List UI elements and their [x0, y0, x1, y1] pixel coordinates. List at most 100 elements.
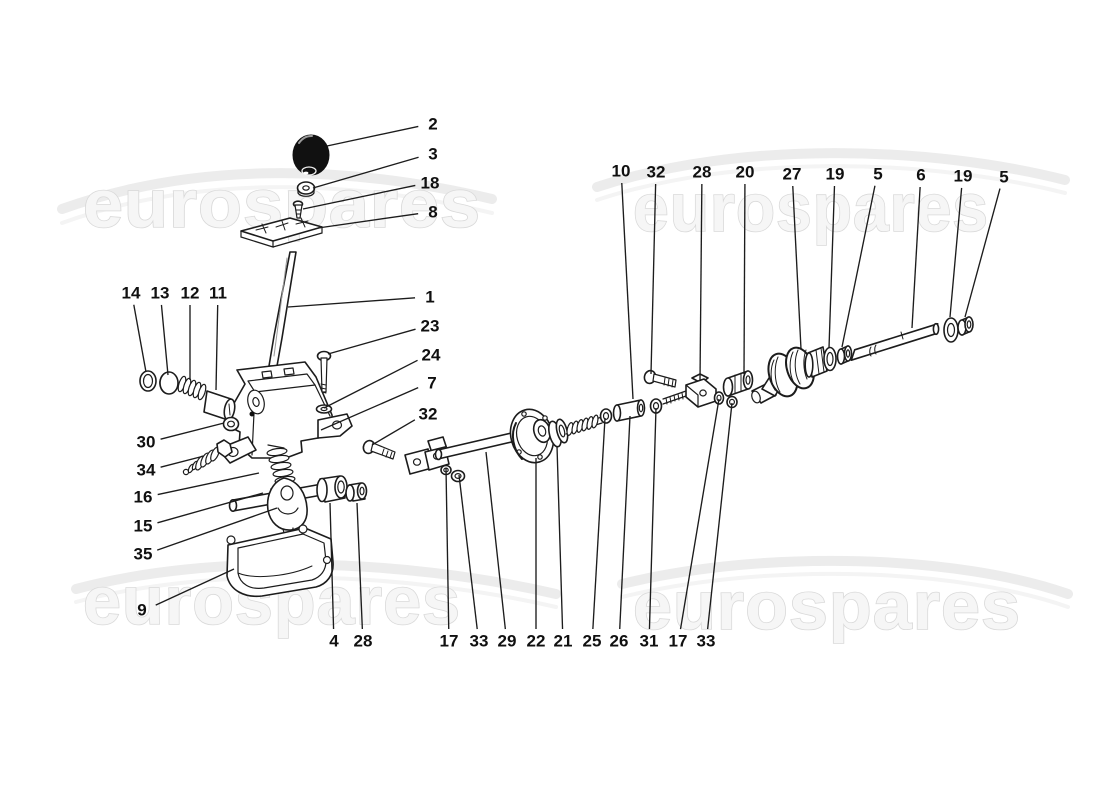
leader-line-24: [323, 359, 418, 409]
callout-label-23: 23: [421, 317, 440, 336]
leader-line-14: [133, 304, 147, 373]
watermark-swoosh: [620, 571, 1070, 609]
leader-line-21: [556, 445, 564, 630]
callout-label-11: 11: [209, 284, 227, 303]
vertical-bolt: [316, 350, 332, 394]
shaft-bush-outer: [957, 316, 974, 336]
callout-label-3: 3: [428, 145, 437, 164]
callout-label-8: 8: [428, 203, 437, 222]
leader-line-19: [949, 187, 963, 318]
leader-line-27: [792, 185, 802, 350]
gear-shaft: [850, 322, 940, 361]
bottom-cover: [226, 524, 334, 598]
callout-label-24: 24: [422, 346, 441, 365]
callout-label-13: 13: [151, 284, 170, 303]
spacer-sleeve: [612, 399, 646, 422]
callout-label-14: 14: [122, 284, 141, 303]
callout-label-30: 30: [137, 433, 156, 452]
leader-line-31: [648, 407, 657, 630]
watermark-layer: eurospares eurospares eurospares eurospa…: [57, 148, 1073, 645]
detent-plunger: [203, 390, 236, 421]
callout-label-22: 22: [527, 632, 546, 651]
callout-label-9: 9: [137, 601, 146, 620]
callout-label-19: 19: [954, 167, 973, 186]
rod-bracket: [404, 436, 450, 475]
leader-line-5: [964, 188, 1001, 318]
callout-label-28: 28: [693, 163, 712, 182]
callout-label-17: 17: [669, 632, 688, 651]
callout-label-16: 16: [134, 488, 153, 507]
watermark-swoosh: [57, 168, 497, 214]
callout-label-29: 29: [498, 632, 517, 651]
leader-line-35: [156, 507, 278, 551]
leader-line-10: [621, 182, 634, 400]
watermark-swoosh: [592, 148, 1070, 192]
callout-label-18: 18: [421, 174, 440, 193]
callout-label-20: 20: [736, 163, 755, 182]
leader-line-20: [743, 183, 746, 375]
gate-screw: [292, 200, 304, 219]
gear-knob: [292, 134, 330, 176]
leader-line-30: [160, 422, 225, 440]
callout-label-17: 17: [440, 632, 459, 651]
leader-line-15: [157, 492, 264, 524]
callout-label-33: 33: [470, 632, 489, 651]
leader-line-4: [329, 502, 335, 630]
callout-label-12: 12: [181, 284, 200, 303]
clevis-nut: [726, 395, 738, 409]
callout-label-6: 6: [916, 166, 925, 185]
callout-label-4: 4: [329, 632, 339, 651]
callout-label-35: 35: [134, 545, 153, 564]
boot-collar: [804, 346, 828, 378]
rod-spring-section: [565, 414, 603, 436]
leader-line-26: [619, 415, 631, 630]
leader-line-18: [302, 184, 416, 210]
flange-seals: [548, 418, 569, 448]
rod-flange: [509, 408, 555, 464]
leader-line-28: [356, 502, 364, 630]
leader-line-29: [485, 451, 507, 630]
callout-label-1: 1: [425, 288, 434, 307]
callout-label-31: 31: [640, 632, 659, 651]
callout-label-5: 5: [873, 165, 882, 184]
leader-line-6: [911, 186, 921, 329]
reverse-ring: [222, 416, 240, 432]
callout-label-2: 2: [428, 115, 437, 134]
cup-washer: [159, 371, 179, 395]
gear-lever: [268, 251, 297, 367]
leader-line-23: [327, 328, 416, 355]
callout-label-25: 25: [583, 632, 602, 651]
callout-label-15: 15: [134, 517, 153, 536]
rubber-bushing: [722, 370, 754, 397]
lever-housing: [217, 361, 353, 464]
callout-label-27: 27: [783, 165, 802, 184]
reverse-light-switch: [182, 439, 233, 476]
clevis-washer: [713, 391, 725, 405]
callout-label-5: 5: [999, 168, 1008, 187]
leader-line-33: [458, 474, 478, 630]
ball-boot: [761, 346, 815, 398]
leader-line-16: [157, 472, 260, 496]
callout-label-7: 7: [427, 374, 436, 393]
leader-line-33: [706, 402, 733, 630]
spring-washer: [599, 408, 613, 424]
watermark-swoosh: [617, 555, 1073, 599]
watermark-text: eurospares: [633, 170, 989, 246]
leader-line-17: [679, 398, 720, 630]
leader-line-32: [371, 419, 416, 446]
callout-label-28: 28: [354, 632, 373, 651]
callout-label-21: 21: [554, 632, 573, 651]
leader-line-2: [326, 125, 419, 147]
leader-line-34: [160, 455, 205, 468]
leader-line-3: [312, 156, 419, 189]
leader-line-32: [650, 183, 657, 375]
callout-label-34: 34: [137, 461, 156, 480]
clevis-block: [662, 373, 717, 408]
watermark-text: eurospares: [633, 568, 1021, 644]
shaft-washer-inner: [823, 346, 837, 372]
ball-joint: [316, 475, 348, 503]
leader-line-25: [592, 417, 606, 630]
control-rod: [434, 431, 517, 461]
